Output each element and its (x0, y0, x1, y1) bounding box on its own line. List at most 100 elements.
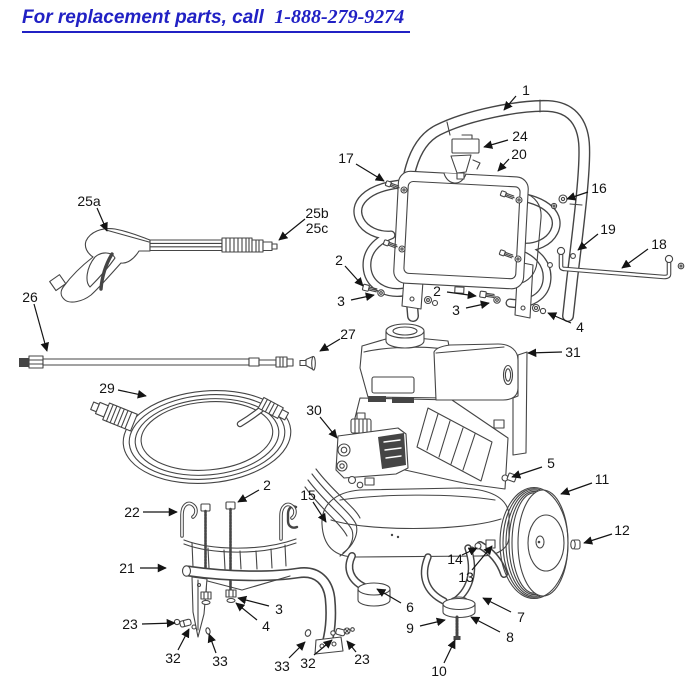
fuel-cap (385, 323, 425, 339)
leader-arrow-32 (313, 639, 333, 656)
callout-32: 32 (165, 650, 181, 666)
callout-14: 14 (447, 551, 463, 567)
callout-15: 15 (300, 487, 316, 503)
leader-arrow-10 (443, 639, 456, 664)
base-frame (321, 487, 510, 558)
leader-arrow-5 (511, 466, 543, 479)
panel-screws (382, 180, 523, 263)
handle-bolts (361, 283, 547, 315)
callout-33: 33 (212, 653, 228, 669)
leader-arrow-19 (577, 233, 599, 251)
control-panel (393, 170, 529, 294)
leader-arrow-33 (288, 641, 306, 659)
callout-27: 27 (340, 326, 356, 342)
left-hose-hook (353, 179, 409, 297)
callout-9: 9 (406, 620, 414, 636)
callout-21: 21 (119, 560, 135, 576)
leader-arrow-20 (497, 158, 510, 172)
callout-6: 6 (406, 599, 414, 615)
leader-arrow-2 (446, 290, 477, 300)
leader-arrow-15 (312, 501, 327, 523)
callout-3: 3 (275, 601, 283, 617)
leader-arrow-25b (278, 218, 306, 241)
callout-layer: 12420171619182323425a25b25c2627293031511… (22, 82, 667, 679)
leader-arrow-29 (117, 389, 147, 399)
leader-arrow-2 (237, 489, 260, 503)
leader-arrow-18 (621, 248, 649, 269)
callout-16: 16 (591, 180, 607, 196)
hose-coil (90, 390, 292, 484)
leader-arrow-11 (560, 482, 593, 496)
leader-arrow-3 (465, 300, 490, 309)
leader-arrow-25a (96, 207, 108, 232)
leader-arrow-3 (237, 595, 270, 607)
callout-30: 30 (306, 402, 322, 418)
replacement-parts-header: For replacement parts, call 1-888-279-92… (22, 6, 411, 33)
callout-1: 1 (522, 82, 530, 98)
callout-31: 31 (565, 344, 581, 360)
adjustable-foot (442, 596, 476, 640)
wheel-hub (527, 514, 565, 572)
leader-arrow-30 (319, 416, 338, 439)
callout-17: 17 (338, 150, 354, 166)
pump (335, 412, 409, 489)
call-text: For replacement parts, call (22, 7, 264, 28)
leader-arrow-14 (461, 547, 478, 556)
leader-arrow-32 (177, 628, 190, 651)
spray-gun (49, 228, 278, 303)
leader-arrow-2 (344, 265, 364, 287)
hub-nut (570, 539, 581, 550)
oil-funnel-bracket (450, 134, 481, 180)
leader-arrow-33 (207, 633, 217, 654)
phone-number: 1-888-279-9274 (274, 6, 405, 28)
leader-arrow-16 (566, 191, 589, 201)
callout-26: 26 (22, 289, 38, 305)
callout-8: 8 (506, 629, 514, 645)
leader-arrow-9 (419, 617, 446, 627)
callout-23: 23 (354, 651, 370, 667)
callout-33: 33 (274, 658, 290, 674)
callout-3: 3 (452, 302, 460, 318)
nozzle-tip (299, 355, 316, 371)
hose-fitting-right (257, 396, 290, 421)
callout-22: 22 (124, 504, 140, 520)
leader-arrow-4 (547, 312, 572, 324)
leader-arrow-1 (503, 95, 517, 111)
callout-5: 5 (547, 455, 555, 471)
leader-arrow-17 (355, 163, 385, 182)
callout-25c: 25c (306, 220, 329, 236)
line-art (19, 99, 685, 655)
callout-3: 3 (337, 293, 345, 309)
pressure-washer-unit (286, 323, 581, 640)
support-rod (547, 246, 685, 280)
wire-basket-assembly (173, 501, 355, 655)
callout-19: 19 (600, 221, 616, 237)
callout-24: 24 (512, 128, 528, 144)
leader-arrow-3 (350, 292, 375, 301)
leader-arrow-6 (376, 588, 402, 604)
foot-left (357, 582, 391, 607)
callout-18: 18 (651, 236, 667, 252)
leader-arrow-8 (470, 616, 501, 633)
callout-2: 2 (433, 283, 441, 299)
leader-arrow-7 (482, 597, 512, 613)
callout-13: 13 (458, 569, 474, 585)
callout-4: 4 (576, 319, 584, 335)
lance-wand (19, 355, 294, 369)
hose-fitting-left (90, 401, 138, 432)
leader-arrow-23 (141, 618, 176, 628)
callout-25a: 25a (77, 193, 101, 209)
callout-2: 2 (263, 477, 271, 493)
leader-arrow-24 (483, 139, 509, 149)
trigger (99, 252, 114, 291)
callout-11: 11 (595, 471, 610, 487)
leader-arrow-31 (527, 348, 563, 358)
leader-arrow-4 (235, 602, 258, 621)
callout-29: 29 (99, 380, 115, 396)
leader-arrow-13 (471, 545, 493, 571)
leader-arrow-27 (319, 338, 341, 352)
callout-20: 20 (511, 146, 527, 162)
leader-arrow-12 (583, 533, 613, 545)
